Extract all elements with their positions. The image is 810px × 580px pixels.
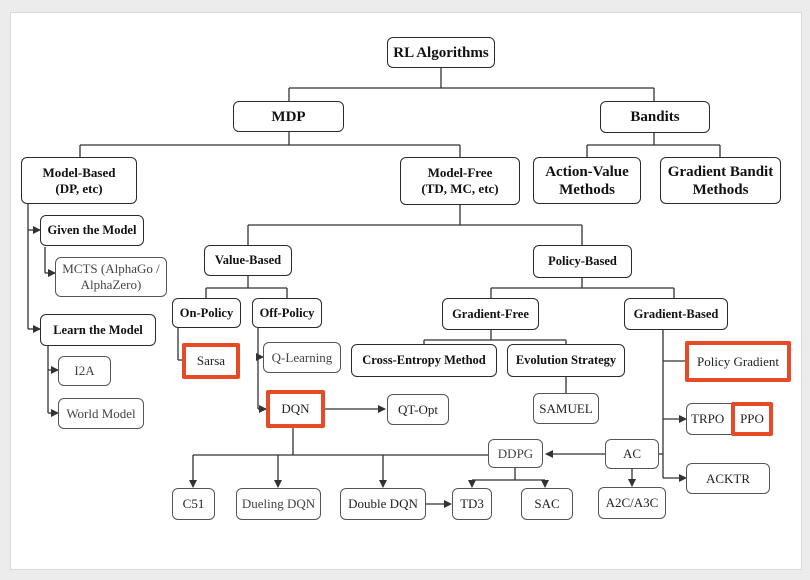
bandits-node: Bandits (600, 101, 710, 133)
policy-based-node: Policy-Based (533, 245, 632, 278)
gradient-bandit-methods-node: Gradient Bandit Methods (660, 157, 781, 204)
acktr-node: ACKTR (686, 463, 770, 494)
i2a-node: I2A (58, 356, 111, 386)
world-model-node: World Model (58, 398, 144, 429)
ppo-node: PPO (731, 402, 773, 436)
value-based-node: Value-Based (204, 245, 292, 276)
policy-gradient-node: Policy Gradient (685, 341, 791, 382)
mdp-node: MDP (233, 101, 344, 132)
on-policy-node: On-Policy (172, 298, 241, 328)
td3-node: TD3 (452, 488, 492, 520)
sac-node: SAC (521, 488, 573, 520)
evolution-strategy-node: Evolution Strategy (507, 344, 625, 377)
rl-algorithms-node: RL Algorithms (387, 37, 495, 68)
ddpg-node: DDPG (488, 439, 543, 468)
samuel-node: SAMUEL (533, 393, 599, 424)
sarsa-node: Sarsa (182, 343, 240, 379)
q-learning-node: Q-Learning (263, 342, 341, 373)
double-dqn-node: Double DQN (340, 488, 426, 520)
model-free-node: Model-Free (TD, MC, etc) (400, 157, 520, 205)
given-the-model-node: Given the Model (40, 215, 144, 246)
model-based-node: Model-Based (DP, etc) (21, 157, 137, 204)
learn-the-model-node: Learn the Model (40, 314, 156, 346)
ac-node: AC (605, 439, 659, 469)
c51-node: C51 (172, 488, 215, 520)
cross-entropy-method-node: Cross-Entropy Method (351, 344, 497, 377)
off-policy-node: Off-Policy (252, 298, 322, 328)
qt-opt-node: QT-Opt (387, 394, 449, 425)
dueling-dqn-node: Dueling DQN (236, 488, 321, 520)
dqn-node: DQN (266, 390, 325, 428)
mcts-node: MCTS (AlphaGo / AlphaZero) (55, 257, 167, 297)
action-value-methods-node: Action-Value Methods (533, 157, 641, 204)
gradient-based-node: Gradient-Based (624, 298, 728, 330)
a2c-a3c-node: A2C/A3C (598, 487, 666, 519)
gradient-free-node: Gradient-Free (442, 298, 539, 330)
